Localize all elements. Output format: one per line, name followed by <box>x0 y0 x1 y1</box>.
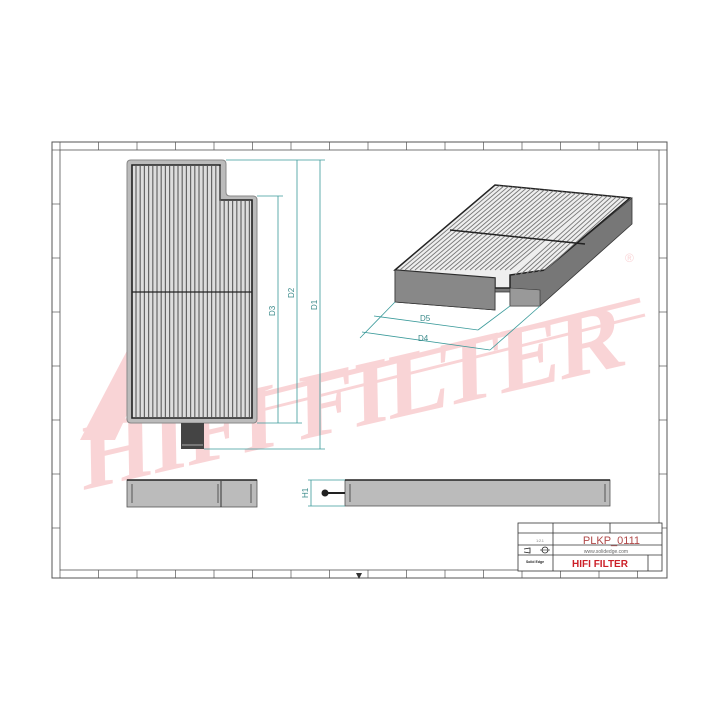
isometric-dimensions: D5 D4 <box>359 301 541 351</box>
pleat <box>469 191 563 271</box>
pleat <box>524 195 613 276</box>
pleat <box>489 192 581 271</box>
pleat <box>459 190 554 271</box>
pleat <box>499 193 590 271</box>
pleat <box>514 195 604 276</box>
pleat <box>449 189 545 271</box>
side-view-left <box>126 479 258 508</box>
filter-tab <box>181 423 204 449</box>
dimension-h1: H1 <box>301 487 310 498</box>
pleat <box>409 185 509 271</box>
top-view <box>126 159 258 449</box>
website: www.solidedge.com <box>584 549 628 555</box>
pleat <box>494 193 586 271</box>
pleat <box>534 196 622 276</box>
pleat <box>484 192 577 271</box>
dimension-d3: D3 <box>268 305 277 316</box>
brand-name: HIFI FILTER <box>572 559 629 570</box>
center-mark-icon <box>356 573 362 579</box>
pleat <box>454 189 550 271</box>
top-view-dimensions: D3 D2 D1 <box>204 159 325 450</box>
title-block: PLKP_0111 www.solidedge.com HIFI FILTER … <box>517 522 663 572</box>
pleat <box>479 192 572 271</box>
projection-symbol-icon <box>523 546 550 554</box>
pleat <box>424 187 523 271</box>
pleat <box>539 197 626 276</box>
dimension-d4: D4 <box>418 334 429 343</box>
pleat <box>414 186 514 271</box>
dimension-d5: D5 <box>420 314 431 323</box>
drawing-frame <box>51 141 668 579</box>
pleat <box>504 194 595 271</box>
part-number: PLKP_0111 <box>583 535 640 547</box>
scale: 1:2.1 <box>536 539 544 543</box>
pleat <box>429 187 527 271</box>
isometric-view <box>393 184 633 311</box>
pleat <box>439 188 536 271</box>
pleat <box>444 188 541 271</box>
pleat <box>464 190 559 271</box>
registered-mark: ® <box>625 251 634 265</box>
pleat <box>529 196 617 276</box>
pleat <box>474 191 568 271</box>
solid-edge-logo: Solid Edge <box>526 560 544 564</box>
pleat <box>434 188 532 271</box>
dimension-d2: D2 <box>287 287 296 298</box>
pleat <box>399 185 500 271</box>
dimension-d1: D1 <box>310 299 319 310</box>
pleat <box>404 185 505 271</box>
pleat <box>509 194 599 271</box>
side-view-right: H1 <box>301 479 611 507</box>
pleat <box>419 186 518 271</box>
pleat <box>519 195 608 276</box>
